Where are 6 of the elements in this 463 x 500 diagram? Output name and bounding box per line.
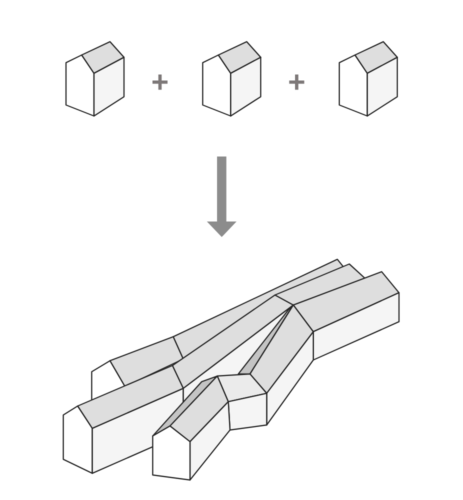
- plus-sign: +: [289, 74, 304, 90]
- buildings-drawing: [62, 258, 400, 481]
- house-drawing: [338, 41, 398, 117]
- plus-sign: +: [152, 74, 168, 90]
- house-drawing: [65, 41, 125, 117]
- house-drawing: [202, 41, 262, 117]
